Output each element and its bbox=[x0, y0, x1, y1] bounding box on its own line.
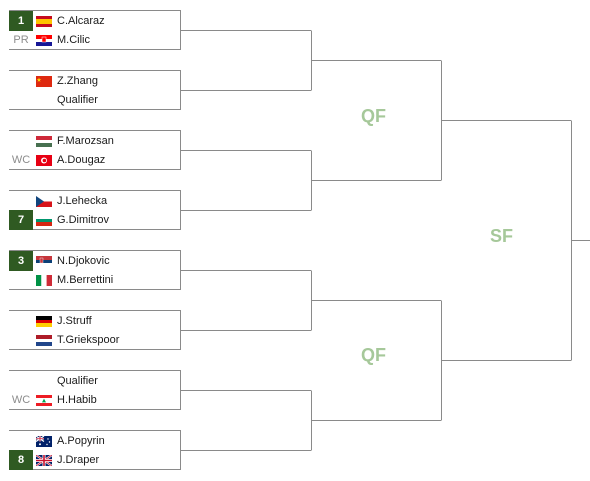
player-row[interactable]: 1 C.Alcaraz bbox=[9, 11, 181, 31]
player-name[interactable]: Z.Zhang bbox=[57, 75, 98, 87]
entry-tag: PR bbox=[13, 34, 29, 46]
netherlands-flag-icon bbox=[36, 335, 52, 346]
round-label-qf-bottom: QF bbox=[361, 345, 386, 365]
player-name[interactable]: Qualifier bbox=[57, 94, 98, 106]
player-row[interactable]: Qualifier bbox=[9, 371, 181, 391]
match-4: J.Lehecka 7 G.Dimitrov bbox=[9, 190, 181, 230]
player-name[interactable]: J.Struff bbox=[57, 315, 92, 327]
great-britain-flag-icon bbox=[36, 455, 52, 466]
player-row[interactable]: F.Marozsan bbox=[9, 131, 181, 151]
round-label-sf: SF bbox=[490, 226, 514, 246]
lebanon-flag-icon bbox=[36, 395, 52, 406]
player-name[interactable]: J.Draper bbox=[57, 454, 100, 466]
player-row[interactable]: Z.Zhang bbox=[9, 71, 181, 91]
entry-tag: WC bbox=[11, 394, 31, 406]
player-name[interactable]: Qualifier bbox=[57, 375, 98, 387]
player-row[interactable]: 8 J.Draper bbox=[9, 450, 181, 470]
player-name[interactable]: A.Dougaz bbox=[57, 154, 106, 166]
player-name[interactable]: T.Griekspoor bbox=[57, 334, 120, 346]
player-name[interactable]: N.Djokovic bbox=[57, 255, 110, 267]
czechia-flag-icon bbox=[36, 196, 52, 207]
round-label-qf-top: QF bbox=[361, 106, 386, 126]
seed-badge: 8 bbox=[9, 450, 33, 470]
hungary-flag-icon bbox=[36, 136, 52, 147]
player-row[interactable]: J.Struff bbox=[9, 311, 181, 331]
player-name[interactable]: H.Habib bbox=[57, 394, 97, 406]
player-name[interactable]: J.Lehecka bbox=[57, 195, 108, 207]
player-row[interactable]: M.Berrettini bbox=[9, 270, 181, 290]
seed-badge: 1 bbox=[9, 11, 33, 31]
player-row[interactable]: A.Popyrin bbox=[9, 431, 181, 451]
player-name[interactable]: M.Berrettini bbox=[57, 274, 114, 286]
china-flag-icon bbox=[36, 76, 52, 87]
croatia-flag-icon bbox=[36, 35, 52, 46]
player-row[interactable]: 7 G.Dimitrov bbox=[9, 210, 181, 230]
australia-flag-icon bbox=[36, 436, 52, 447]
player-row[interactable]: T.Griekspoor bbox=[9, 330, 181, 350]
player-name[interactable]: M.Cilic bbox=[57, 34, 90, 46]
player-name[interactable]: G.Dimitrov bbox=[57, 214, 109, 226]
italy-flag-icon bbox=[36, 275, 52, 286]
seed-badge: 7 bbox=[9, 210, 33, 230]
match-8: A.Popyrin 8 J.Draper bbox=[9, 430, 181, 470]
seed-badge: 3 bbox=[9, 251, 33, 271]
entry-tag: WC bbox=[11, 154, 31, 166]
player-row[interactable]: 3 N.Djokovic bbox=[9, 251, 181, 271]
serbia-flag-icon bbox=[36, 256, 52, 267]
player-row[interactable]: Qualifier bbox=[9, 90, 181, 110]
player-row[interactable]: WC H.Habib bbox=[9, 390, 181, 410]
bulgaria-flag-icon bbox=[36, 215, 52, 226]
player-name[interactable]: C.Alcaraz bbox=[57, 15, 105, 27]
spain-flag-icon bbox=[36, 16, 52, 27]
player-name[interactable]: A.Popyrin bbox=[57, 435, 105, 447]
tunisia-flag-icon bbox=[36, 155, 52, 166]
player-name[interactable]: F.Marozsan bbox=[57, 135, 114, 147]
player-row[interactable]: PR M.Cilic bbox=[9, 30, 181, 50]
player-row[interactable]: J.Lehecka bbox=[9, 191, 181, 211]
player-row[interactable]: WC A.Dougaz bbox=[9, 150, 181, 170]
germany-flag-icon bbox=[36, 316, 52, 327]
